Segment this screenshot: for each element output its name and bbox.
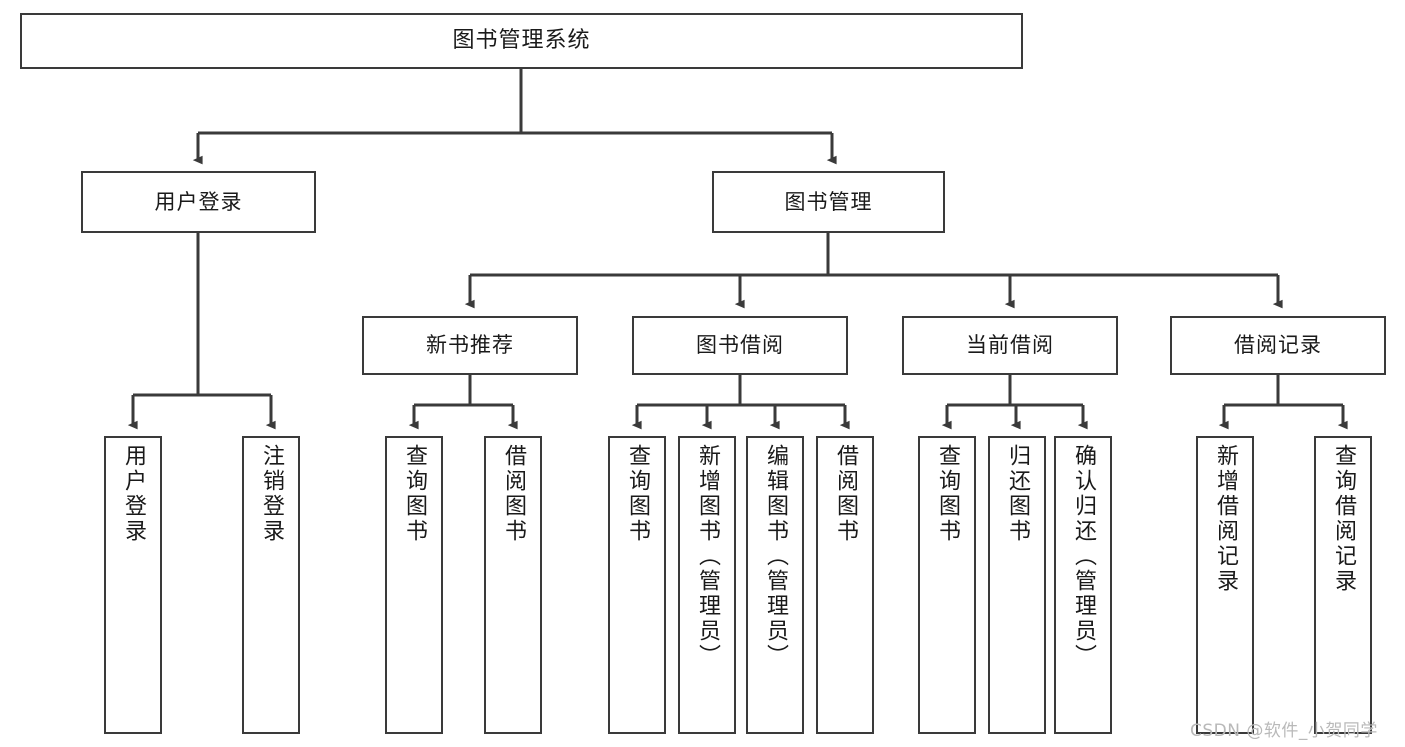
node-leaf-return-book[interactable]: 归还图书 [988,436,1046,734]
node-leaf-logout-label: 注销登录 [259,444,284,544]
node-leaf-new-query-book-label: 查询图书 [402,444,427,544]
node-leaf-add-borrow-record[interactable]: 新增借阅记录 [1196,436,1254,734]
node-root-label: 图书管理系统 [452,27,591,53]
node-book-management-label: 图书管理 [784,189,873,214]
node-leaf-confirm-return-admin-label: 确认归还（管理员） [1071,444,1096,669]
node-user-login-label: 用户登录 [154,189,243,214]
node-current-borrow[interactable]: 当前借阅 [902,316,1118,375]
node-root[interactable]: 图书管理系统 [20,13,1023,69]
node-leaf-edit-book-admin[interactable]: 编辑图书（管理员） [746,436,804,734]
node-leaf-add-borrow-record-label: 新增借阅记录 [1213,444,1238,594]
node-leaf-new-borrow-book[interactable]: 借阅图书 [484,436,542,734]
node-leaf-current-query-book[interactable]: 查询图书 [918,436,976,734]
node-leaf-borrow-book-label: 借阅图书 [833,444,858,544]
node-leaf-confirm-return-admin[interactable]: 确认归还（管理员） [1054,436,1112,734]
node-leaf-add-book-admin-label: 新增图书（管理员） [695,444,720,669]
csdn-watermark: CSDN @软件_小贺同学 [1190,721,1378,741]
node-leaf-borrow-query-book[interactable]: 查询图书 [608,436,666,734]
node-leaf-new-query-book[interactable]: 查询图书 [385,436,443,734]
node-new-book-recommend-label: 新书推荐 [426,333,514,358]
node-leaf-current-query-book-label: 查询图书 [935,444,960,544]
node-current-borrow-label: 当前借阅 [966,333,1054,358]
node-new-book-recommend[interactable]: 新书推荐 [362,316,578,375]
node-leaf-edit-book-admin-label: 编辑图书（管理员） [763,444,788,669]
node-user-login[interactable]: 用户登录 [81,171,316,233]
node-borrow-record-label: 借阅记录 [1234,333,1322,358]
node-leaf-user-login[interactable]: 用户登录 [104,436,162,734]
node-leaf-new-borrow-book-label: 借阅图书 [501,444,526,544]
node-borrow-record[interactable]: 借阅记录 [1170,316,1386,375]
node-book-borrow[interactable]: 图书借阅 [632,316,848,375]
node-book-management[interactable]: 图书管理 [712,171,945,233]
node-leaf-return-book-label: 归还图书 [1005,444,1030,544]
node-leaf-user-login-label: 用户登录 [121,444,146,544]
node-leaf-query-borrow-record-label: 查询借阅记录 [1331,444,1356,594]
node-leaf-query-borrow-record[interactable]: 查询借阅记录 [1314,436,1372,734]
node-leaf-add-book-admin[interactable]: 新增图书（管理员） [678,436,736,734]
node-book-borrow-label: 图书借阅 [696,333,784,358]
node-leaf-logout[interactable]: 注销登录 [242,436,300,734]
node-leaf-borrow-book[interactable]: 借阅图书 [816,436,874,734]
node-leaf-borrow-query-book-label: 查询图书 [625,444,650,544]
